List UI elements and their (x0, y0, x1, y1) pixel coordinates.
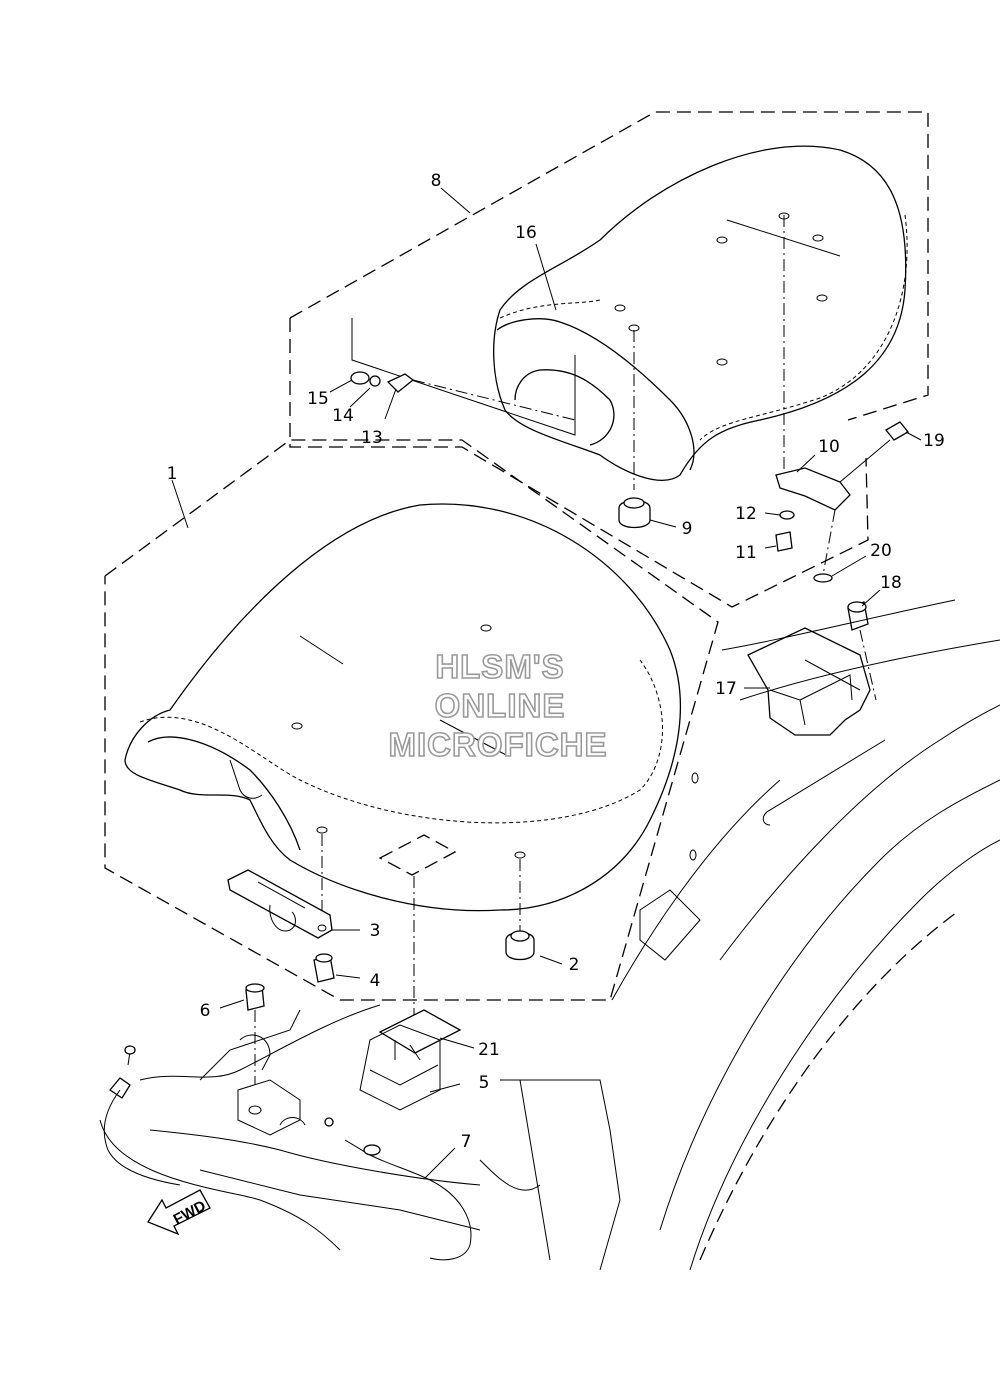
callout-20: 20 (870, 541, 892, 561)
callout-6: 6 (200, 1001, 211, 1021)
front-seat (124, 503, 682, 935)
front-seat-group-boundary (104, 439, 719, 1001)
frame-background (611, 599, 1000, 1271)
callout-2: 2 (569, 955, 580, 975)
lower-frame (99, 1004, 621, 1271)
forward-arrow-icon: FWD (147, 1189, 211, 1236)
callout-10: 10 (818, 437, 840, 457)
callout-12: 12 (735, 504, 757, 524)
callout-4: 4 (370, 971, 381, 991)
watermark-line-1: HLSM'S (435, 648, 564, 685)
callout-18: 18 (880, 573, 902, 593)
rear-seat-bolt-set (350, 318, 576, 436)
callout-15: 15 (307, 389, 329, 409)
bolts-4-6 (245, 953, 335, 1085)
callout-5: 5 (479, 1073, 490, 1093)
label-21 (378, 834, 462, 1054)
callout-16: 16 (515, 223, 537, 243)
callout-3: 3 (370, 921, 381, 941)
callout-14: 14 (332, 406, 354, 426)
watermark: HLSM'S ONLINE MICROFICHE (388, 647, 608, 764)
damper-9 (618, 497, 651, 529)
watermark-line-2: ONLINE (435, 687, 566, 724)
callout-9: 9 (682, 519, 693, 539)
callout-17: 17 (715, 679, 737, 699)
watermark-line-3: MICROFICHE (389, 726, 608, 763)
callout-leaders (171, 187, 922, 1179)
bracket-10 (775, 421, 909, 583)
callout-19: 19 (923, 431, 945, 451)
plate-3 (227, 869, 333, 939)
callout-13: 13 (361, 428, 383, 448)
callout-21: 21 (478, 1040, 500, 1060)
callout-8: 8 (431, 171, 442, 191)
bracket-17 (747, 601, 886, 826)
callout-11: 11 (735, 543, 757, 563)
rear-seat (493, 145, 908, 490)
callout-7: 7 (461, 1132, 472, 1152)
callout-1: 1 (167, 464, 178, 484)
rear-seat-group-boundary (289, 111, 929, 608)
callout-labels: 1 2 3 4 5 6 7 8 9 10 11 12 13 14 15 16 1… (167, 171, 945, 1152)
damper-2 (505, 930, 535, 961)
